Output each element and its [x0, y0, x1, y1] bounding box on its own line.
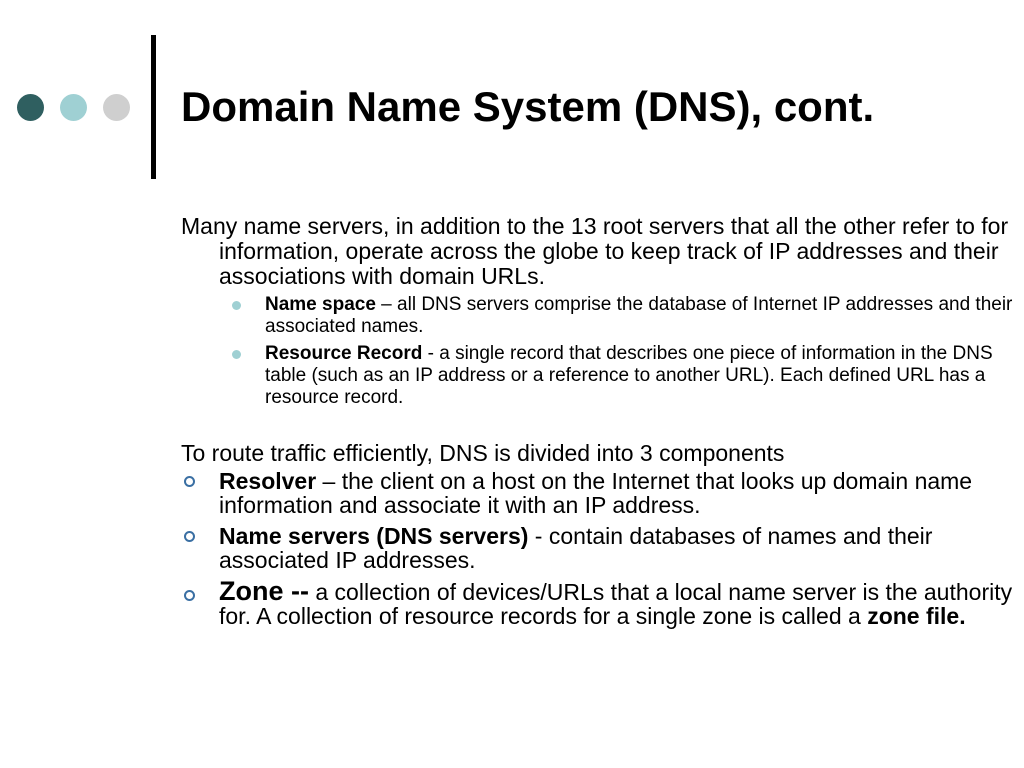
- intro-paragraph: Many name servers, in addition to the 13…: [181, 213, 1009, 289]
- component-term: Zone --: [219, 576, 309, 606]
- definition-text: – all DNS servers comprise the database …: [265, 294, 1013, 337]
- definition-name-space: Name space – all DNS servers comprise th…: [181, 294, 1017, 338]
- decorative-dot-dark: [17, 94, 44, 121]
- component-resolver: Resolver – the client on a host on the I…: [181, 469, 1017, 517]
- components-intro: To route traffic efficiently, DNS is div…: [181, 440, 785, 466]
- decorative-dot-light: [60, 94, 87, 121]
- bullet-dot-icon: [232, 301, 241, 310]
- component-term: Resolver: [219, 468, 317, 494]
- component-text: – the client on a host on the Internet t…: [219, 468, 973, 518]
- component-term: Name servers (DNS servers): [219, 523, 529, 549]
- slide-title: Domain Name System (DNS), cont.: [181, 83, 875, 130]
- bullet-dot-icon: [232, 350, 241, 359]
- definition-resource-record: Resource Record - a single record that d…: [181, 343, 1017, 409]
- bullet-ring-icon: [184, 590, 195, 601]
- bullet-ring-icon: [184, 476, 195, 487]
- slide-body: Many name servers, in addition to the 13…: [181, 214, 1017, 635]
- definition-term: Name space: [265, 294, 376, 315]
- component-text: a collection of devices/URLs that a loca…: [219, 579, 1013, 629]
- title-divider: [151, 35, 156, 179]
- definition-term: Resource Record: [265, 343, 423, 364]
- definition-text: - a single record that describes one pie…: [265, 343, 993, 408]
- component-term-end: zone file.: [867, 603, 966, 629]
- decorative-dot-gray: [103, 94, 130, 121]
- component-text: - contain databases of names and their a…: [219, 523, 933, 573]
- component-zone: Zone -- a collection of devices/URLs tha…: [181, 576, 1017, 629]
- component-name-servers: Name servers (DNS servers) - contain dat…: [181, 524, 1017, 572]
- components-list: Resolver – the client on a host on the I…: [181, 469, 1017, 628]
- bullet-ring-icon: [184, 531, 195, 542]
- definition-list: Name space – all DNS servers comprise th…: [181, 294, 1017, 409]
